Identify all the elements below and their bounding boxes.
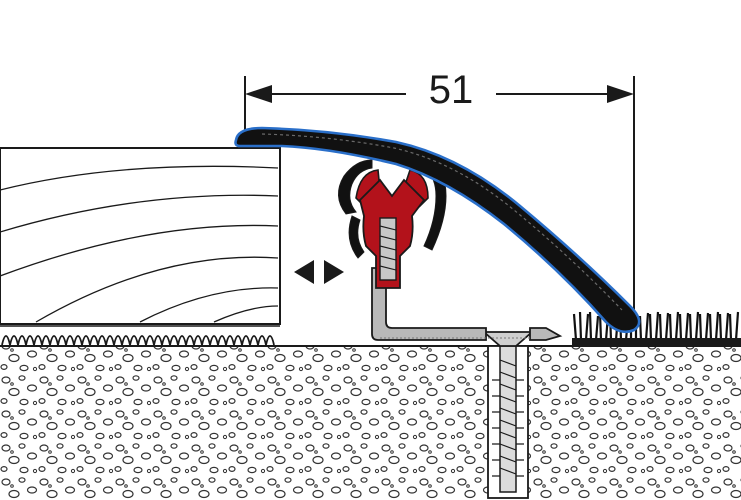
concrete-screed [0,346,741,500]
double-arrow-left-right-icon [294,260,344,284]
underlay-wave [1,335,275,346]
carpet-pile [572,311,741,346]
screw-and-dowel [481,331,535,499]
red-clip [355,169,429,289]
profile-ribbing [261,133,623,311]
dimension-label-width: 51 [406,68,496,112]
transition-profile [234,126,641,334]
profile-support-legs [338,159,447,259]
wood-plank [0,147,281,325]
